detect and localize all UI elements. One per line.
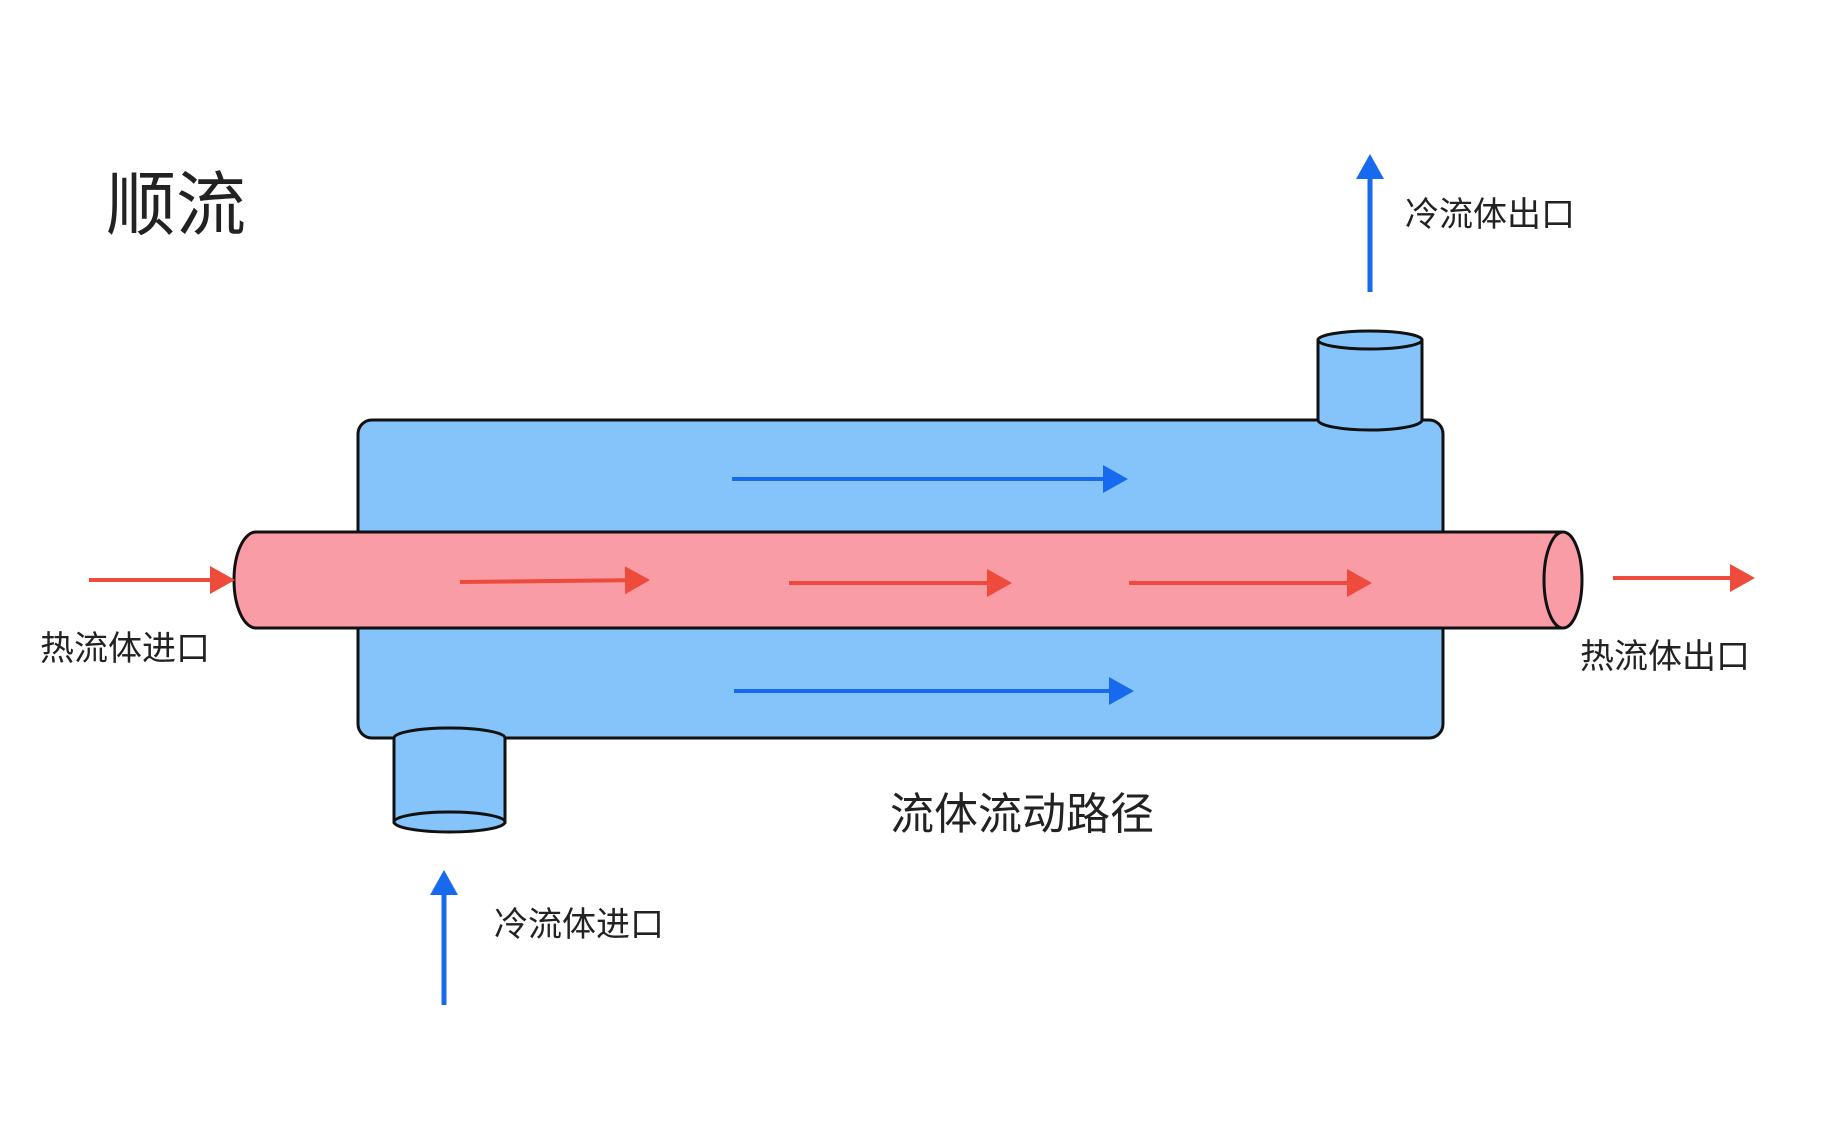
cold-inlet-label: 冷流体进口 xyxy=(494,905,664,945)
cold-outlet-label: 冷流体出口 xyxy=(1405,195,1575,235)
hot-tube-arrow-2 xyxy=(789,569,1012,597)
flow-path-label: 流体流动路径 xyxy=(890,789,1154,840)
cold-outlet-nozzle xyxy=(1316,329,1424,432)
cold-shell-arrow-top xyxy=(732,465,1128,493)
hot-outlet-label: 热流体出口 xyxy=(1580,637,1750,677)
cold-inlet-nozzle xyxy=(392,726,507,834)
hot-inlet-label: 热流体进口 xyxy=(40,629,210,669)
cold-outlet-arrow xyxy=(1356,154,1384,292)
cold-shell-arrow-bottom xyxy=(734,677,1134,705)
cold-inlet-arrow xyxy=(430,870,458,1005)
hot-tube-arrow-3 xyxy=(1129,569,1372,597)
page-title: 顺流 xyxy=(106,164,246,246)
hot-tube-arrow-1 xyxy=(459,566,650,595)
hot-tube xyxy=(232,530,1584,630)
hot-inlet-arrow xyxy=(89,566,235,594)
hot-outlet-arrow xyxy=(1613,564,1755,592)
